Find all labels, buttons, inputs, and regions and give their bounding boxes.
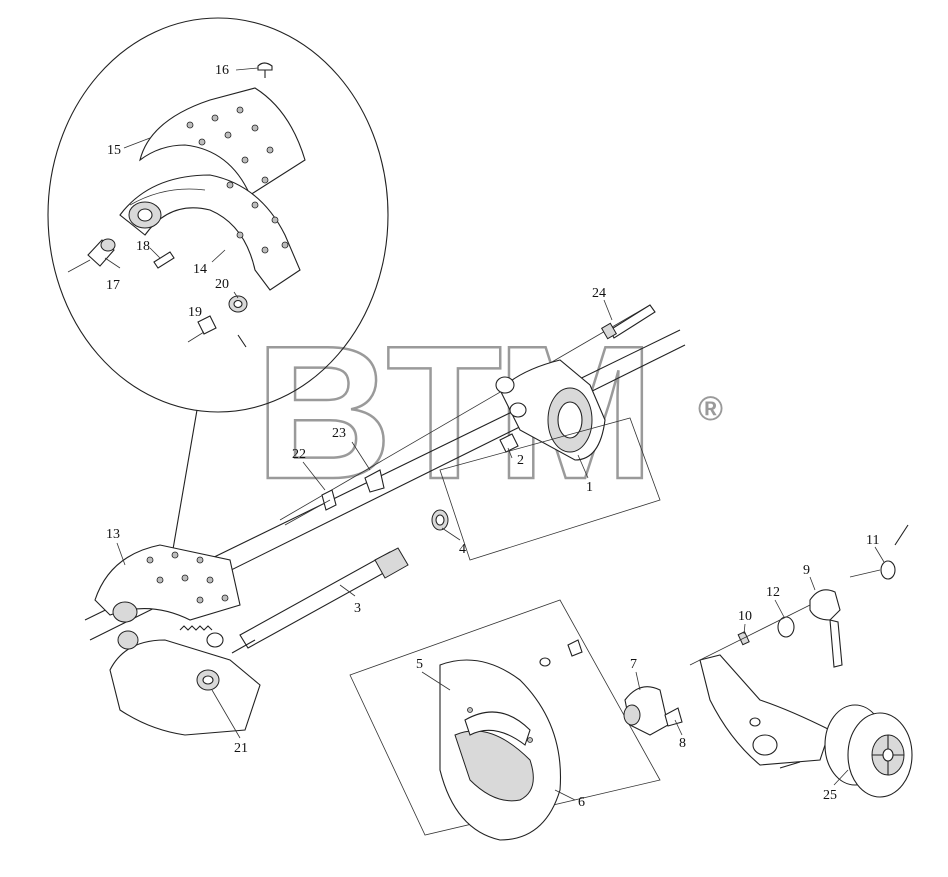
watermark-registered-mark: ® (698, 390, 723, 428)
detail-brake-shoe (67, 62, 306, 348)
chamber-slack-assembly (623, 524, 913, 798)
callout-10: 10 (738, 609, 752, 624)
callout-14: 14 (193, 262, 207, 277)
watermark: BTM ® (254, 306, 723, 521)
callout-21: 21 (234, 741, 248, 756)
callout-25: 25 (823, 788, 837, 803)
callout-15: 15 (107, 143, 121, 158)
callout-22: 22 (292, 447, 306, 462)
callout-18: 18 (136, 239, 150, 254)
detail-circle (47, 17, 389, 556)
callout-19: 19 (188, 305, 202, 320)
brake-shoe-assembly (94, 544, 261, 736)
callout-7: 7 (630, 657, 637, 672)
callout-11: 11 (866, 533, 879, 548)
callout-23: 23 (332, 426, 346, 441)
callout-2: 2 (517, 453, 524, 468)
callout-3: 3 (354, 601, 361, 616)
callout-24: 24 (592, 286, 606, 301)
dust-shield (349, 599, 661, 841)
callout-9: 9 (803, 563, 810, 578)
leader-lines (104, 67, 885, 801)
callout-17: 17 (106, 278, 120, 293)
callout-1: 1 (586, 480, 593, 495)
callout-labels: 16 15 18 14 17 20 19 24 23 22 2 1 4 3 13… (106, 63, 879, 810)
callout-16: 16 (215, 63, 229, 78)
callout-5: 5 (416, 657, 423, 672)
callout-6: 6 (578, 795, 585, 810)
callout-13: 13 (106, 527, 120, 542)
callout-12: 12 (766, 585, 780, 600)
callout-8: 8 (679, 736, 686, 751)
callout-4: 4 (459, 542, 466, 557)
callout-20: 20 (215, 277, 229, 292)
